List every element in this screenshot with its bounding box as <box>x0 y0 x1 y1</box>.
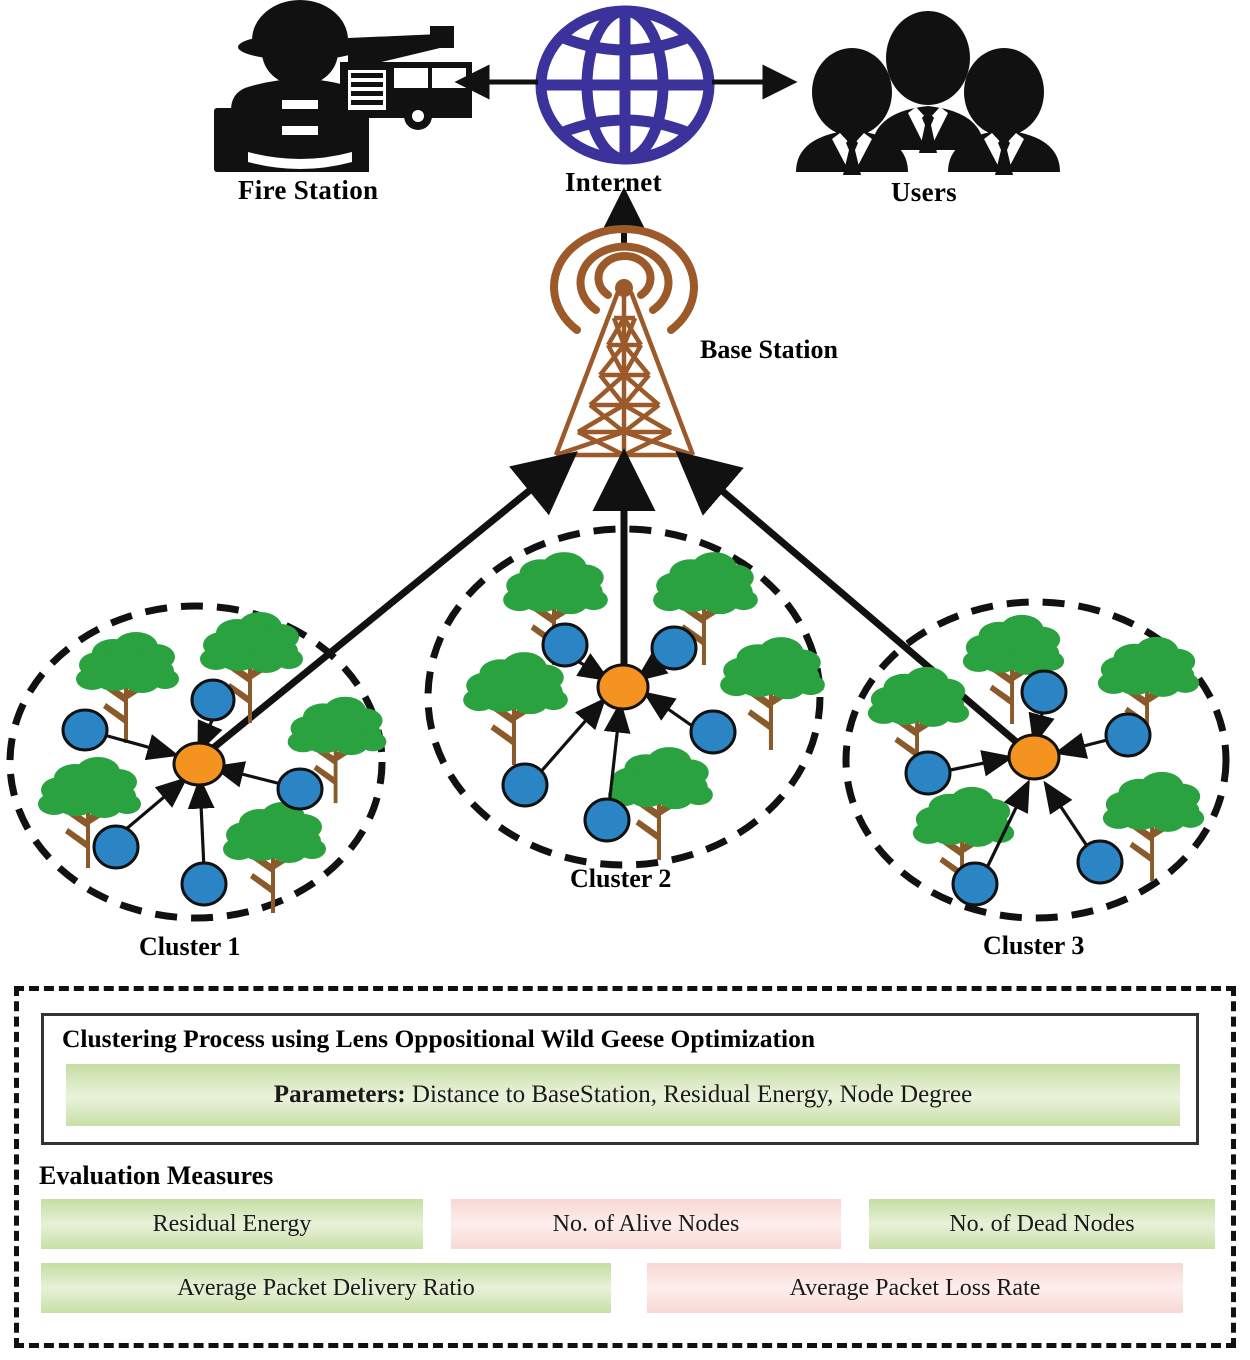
sensor-node <box>276 767 324 811</box>
sensor-node <box>1076 839 1124 885</box>
tree <box>608 747 713 860</box>
parameters-text: Parameters: Distance to BaseStation, Res… <box>274 1081 972 1109</box>
sensor-node <box>501 762 549 808</box>
parameters-bar: Parameters: Distance to BaseStation, Res… <box>66 1064 1180 1126</box>
tree <box>463 652 568 765</box>
sensor-nodes <box>904 669 1152 907</box>
parameters-label: Parameters: <box>273 1081 406 1108</box>
base-station-label: Base Station <box>700 335 838 364</box>
clustering-process-box: Clustering Process using Lens Opposition… <box>41 1013 1199 1145</box>
sensor-node <box>904 750 952 796</box>
measure-residual-energy: Residual Energy <box>41 1199 423 1249</box>
sensor-node <box>689 709 737 755</box>
cluster3-uplink-arrow <box>675 450 1037 760</box>
cluster-3-group <box>842 598 1230 922</box>
cluster-2-group <box>424 525 825 869</box>
parameters-value: Distance to BaseStation, Residual Energy… <box>405 1081 973 1108</box>
cluster-head-node <box>596 663 650 711</box>
sensor-node <box>583 797 631 843</box>
sensor-nodes <box>61 678 324 907</box>
cluster-2-boundary <box>424 525 824 869</box>
clustering-process-title: Clustering Process using Lens Opposition… <box>62 1024 816 1053</box>
measure-alive-nodes: No. of Alive Nodes <box>451 1199 841 1249</box>
base-station-icon <box>550 187 698 458</box>
measure-packet-loss-rate: Average Packet Loss Rate <box>647 1263 1183 1313</box>
cluster1-uplink-arrow <box>193 451 578 765</box>
cluster-1-boundary <box>6 602 386 922</box>
sensor-node <box>650 625 698 671</box>
cluster-3-boundary <box>842 598 1230 922</box>
measures-row-1: Residual Energy No. of Alive Nodes No. o… <box>41 1199 1215 1249</box>
cluster-head-node <box>172 741 226 787</box>
sensor-node <box>190 678 236 722</box>
measures-row-2: Average Packet Delivery Ratio Average Pa… <box>41 1263 1183 1313</box>
sensor-node <box>1104 712 1152 758</box>
users-icon <box>796 11 1060 177</box>
fire-station-icon <box>214 0 472 172</box>
sensor-node <box>1020 669 1068 715</box>
measure-packet-delivery-ratio: Average Packet Delivery Ratio <box>41 1263 611 1313</box>
sensor-node <box>951 861 999 907</box>
cluster-head-node <box>1007 733 1061 781</box>
bottom-panel: Clustering Process using Lens Opposition… <box>14 986 1236 1348</box>
globe-icon <box>535 5 715 165</box>
sensor-node <box>541 622 589 668</box>
tree <box>223 802 326 913</box>
sensor-nodes <box>501 622 737 843</box>
sensor-node <box>92 824 140 870</box>
internet-label: Internet <box>565 167 662 197</box>
measure-dead-nodes: No. of Dead Nodes <box>869 1199 1215 1249</box>
evaluation-measures-title: Evaluation Measures <box>39 1161 274 1190</box>
sensor-node <box>61 708 109 752</box>
cluster-uplink-arrows <box>193 448 1037 765</box>
cluster-1-group <box>6 602 387 922</box>
sensor-node <box>180 861 228 907</box>
cluster-2-label: Cluster 2 <box>570 864 672 893</box>
cluster-3-label: Cluster 3 <box>983 931 1085 960</box>
fire-station-label: Fire Station <box>238 175 379 205</box>
cluster-1-label: Cluster 1 <box>139 932 241 961</box>
users-label: Users <box>891 177 957 207</box>
